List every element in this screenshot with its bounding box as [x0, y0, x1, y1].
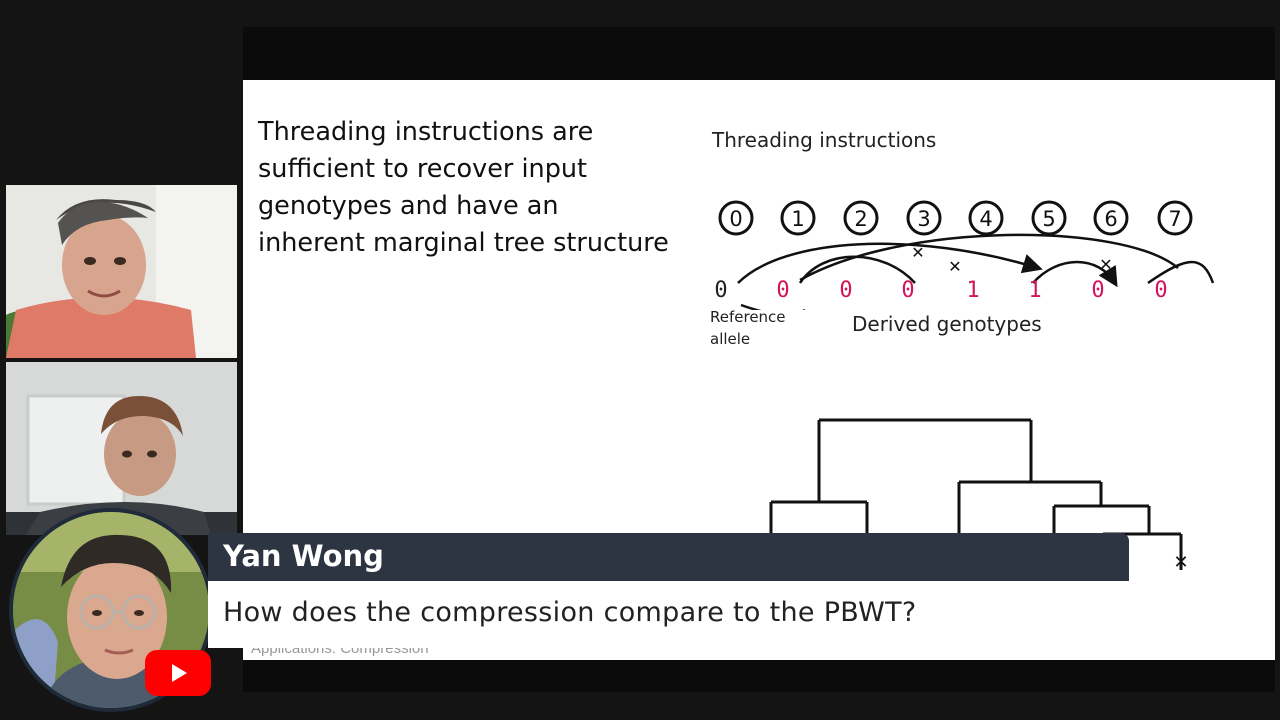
chat-author-bar: Yan Wong [208, 533, 1129, 581]
derived-genotype: 0 [839, 278, 853, 303]
youtube-logo-icon [145, 650, 211, 696]
svg-text:✕: ✕ [1099, 255, 1112, 274]
participant-video-1 [6, 185, 237, 358]
reference-allele-label: Reference allele [710, 308, 786, 348]
derived-genotype: 1 [1028, 278, 1042, 303]
derived-genotype: 0 [776, 278, 790, 303]
thread-node-label: 2 [854, 207, 867, 231]
chat-question-text: How does the compression compare to the … [223, 597, 917, 628]
thread-node-label: 1 [791, 207, 804, 231]
svg-text:✕: ✕ [948, 257, 961, 276]
reference-genotype: 0 [714, 278, 728, 303]
thread-node-5 [1031, 200, 1067, 236]
chat-question-bar: How does the compression compare to the … [208, 581, 998, 648]
derived-genotype: 0 [901, 278, 915, 303]
thread-nodes: 0 1 2 3 4 5 6 7 [718, 200, 1193, 236]
thread-node-3 [906, 200, 942, 236]
chat-author-name: Yan Wong [223, 539, 384, 573]
participant-video-2 [6, 362, 237, 535]
thread-node-2 [843, 200, 879, 236]
derived-genotype: 0 [1154, 278, 1168, 303]
thread-node-4 [968, 200, 1004, 236]
thread-node-1 [780, 200, 816, 236]
thread-node-6 [1093, 200, 1129, 236]
derived-genotype: 1 [966, 278, 980, 303]
slide-heading: Threading instructions are sufficient to… [258, 117, 669, 258]
thread-node-label: 7 [1168, 207, 1181, 231]
derived-genotypes-label: Derived genotypes [852, 312, 1042, 336]
participant-2-avatar [6, 362, 237, 535]
derived-genotype: 0 [1091, 278, 1105, 303]
thread-node-label: 0 [729, 207, 742, 231]
svg-text:✕: ✕ [911, 243, 924, 262]
thread-node-label: 6 [1104, 207, 1117, 231]
threading-diagram: ✕ ✕ ✕ [737, 233, 1215, 310]
thread-node-label: 3 [917, 207, 930, 231]
thread-node-0 [718, 200, 754, 236]
thread-node-7 [1157, 200, 1193, 236]
svg-text:✕: ✕ [1173, 552, 1188, 573]
diagram-title: Threading instructions [712, 128, 937, 152]
marginal-tree: ✕ [769, 418, 1189, 573]
thread-node-label: 4 [979, 207, 992, 231]
thread-node-label: 5 [1042, 207, 1055, 231]
participant-1-avatar [6, 185, 237, 358]
